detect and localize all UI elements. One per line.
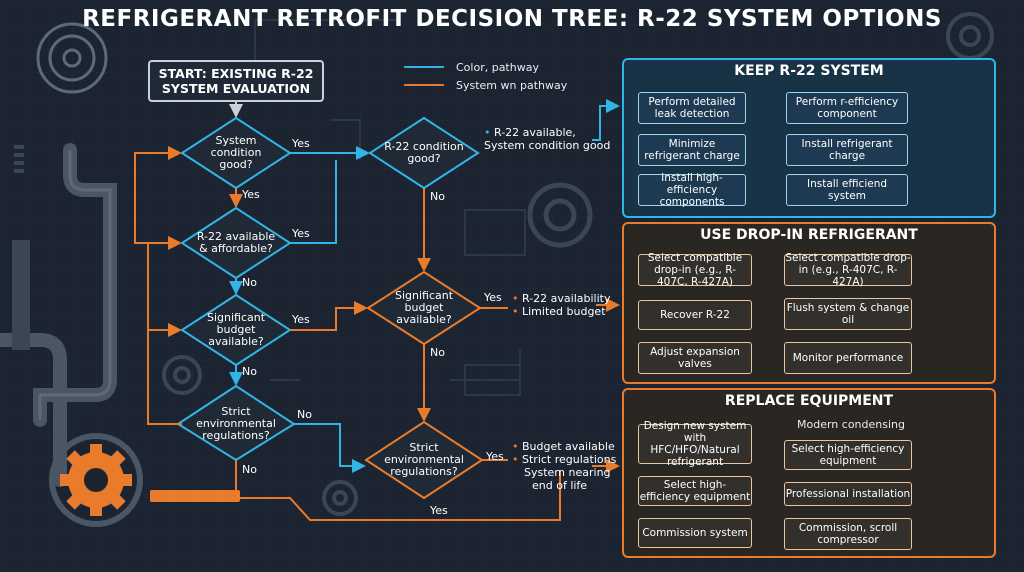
- step-box: Install refrigerant charge: [786, 134, 908, 166]
- note-dropin: • R-22 availability • Limited budget: [512, 292, 611, 318]
- decision-r22-available: R-22 available & affordable?: [196, 230, 276, 255]
- page-title: REFRIGERANT RETROFIT DECISION TREE: R-22…: [82, 6, 942, 32]
- legend-item-orange: System wn pathway: [404, 78, 567, 92]
- start-node: START: EXISTING R-22 SYSTEM EVALUATION: [148, 60, 324, 102]
- panel-subtitle: Modern condensing: [797, 418, 905, 431]
- yes-label: Yes: [292, 137, 310, 150]
- panel-title: KEEP R-22 SYSTEM: [734, 63, 884, 79]
- note-keep: • R-22 available, System condition good: [484, 126, 611, 152]
- decision-system-condition: System condition good?: [210, 134, 262, 171]
- step-box: Select high-efficiency equipment: [784, 440, 912, 470]
- decision-strict-regulations: Strict environmental regulations?: [384, 441, 464, 478]
- panel-title: REPLACE EQUIPMENT: [724, 393, 894, 409]
- panel-replace: REPLACE EQUIPMENT Modern condensing Desi…: [622, 388, 996, 558]
- legend-item-blue: Color, pathway: [404, 60, 539, 74]
- step-box: Select compatible drop-in (e.g., R-407C,…: [638, 252, 752, 288]
- step-box: Perform detailed leak detection: [638, 92, 746, 124]
- step-box: Commission system: [638, 518, 752, 548]
- step-box: Monitor performance: [784, 342, 912, 374]
- decision-significant-budget: Significant budget available?: [394, 289, 454, 326]
- no-label: No: [297, 408, 312, 421]
- no-label: No: [430, 190, 445, 203]
- yes-label: Yes: [486, 450, 504, 463]
- step-box: Minimize refrigerant charge: [638, 134, 746, 166]
- note-line: System nearing: [524, 466, 611, 479]
- panel-title: USE DROP-IN REFRIGERANT: [700, 227, 918, 243]
- step-box: Select compatible drop-in (e.g., R-407C,…: [784, 252, 912, 288]
- decision-diamond: [364, 270, 484, 500]
- decision-budget: Significant budget available?: [206, 311, 266, 348]
- note-replace: • Budget available • Strict regulations …: [512, 440, 617, 492]
- yes-label: Yes: [292, 227, 310, 240]
- legend-label: System wn pathway: [456, 78, 568, 92]
- yes-label: Yes: [292, 313, 310, 326]
- step-box: Adjust expansion valves: [638, 342, 752, 374]
- note-line: Limited budget: [522, 305, 606, 318]
- legend-swatch-blue: [404, 66, 444, 68]
- panel-keep-r22: KEEP R-22 SYSTEM Perform detailed leak d…: [622, 58, 996, 218]
- step-box: Install efficiend system: [786, 174, 908, 206]
- note-line: end of life: [532, 479, 588, 492]
- panel-drop-in: USE DROP-IN REFRIGERANT Select compatibl…: [622, 222, 996, 384]
- yes-label: Yes: [484, 291, 502, 304]
- legend: Color, pathway System wn pathway: [404, 56, 574, 96]
- note-line: R-22 availability: [522, 292, 611, 305]
- step-box: Perform r-efficiency component: [786, 92, 908, 124]
- note-line: R-22 available,: [494, 126, 576, 139]
- yes-label: Yes: [242, 188, 260, 201]
- note-line: Strict regulations: [522, 453, 617, 466]
- no-label: No: [242, 365, 257, 378]
- step-box: Design new system with HFC/HFO/Natural r…: [638, 420, 752, 468]
- step-box: Recover R-22: [638, 300, 752, 330]
- note-line: System condition good: [484, 139, 611, 152]
- no-label: No: [242, 463, 257, 476]
- gear-icon: [322, 480, 358, 516]
- gear-icon: [162, 355, 202, 395]
- gear-icon: [527, 182, 593, 248]
- yes-label: Yes: [430, 504, 448, 517]
- step-box: Install high-efficiency components: [638, 172, 746, 208]
- decision-regulations: Strict environmental regulations?: [196, 405, 276, 442]
- no-label: No: [242, 276, 257, 289]
- no-label: No: [430, 346, 445, 359]
- legend-label: Color, pathway: [456, 60, 539, 74]
- step-box: Flush system & change oil: [784, 298, 912, 330]
- note-line: Budget available: [522, 440, 615, 453]
- step-box: Professional installation: [784, 482, 912, 506]
- step-box: Select high-efficiency equipment: [638, 476, 752, 506]
- step-box: Commission, scroll compressor: [784, 518, 912, 550]
- gear-icon: [49, 433, 143, 527]
- decision-r22-condition: R-22 condition good?: [384, 140, 464, 165]
- gear-icon: [36, 22, 108, 94]
- legend-swatch-orange: [404, 84, 444, 86]
